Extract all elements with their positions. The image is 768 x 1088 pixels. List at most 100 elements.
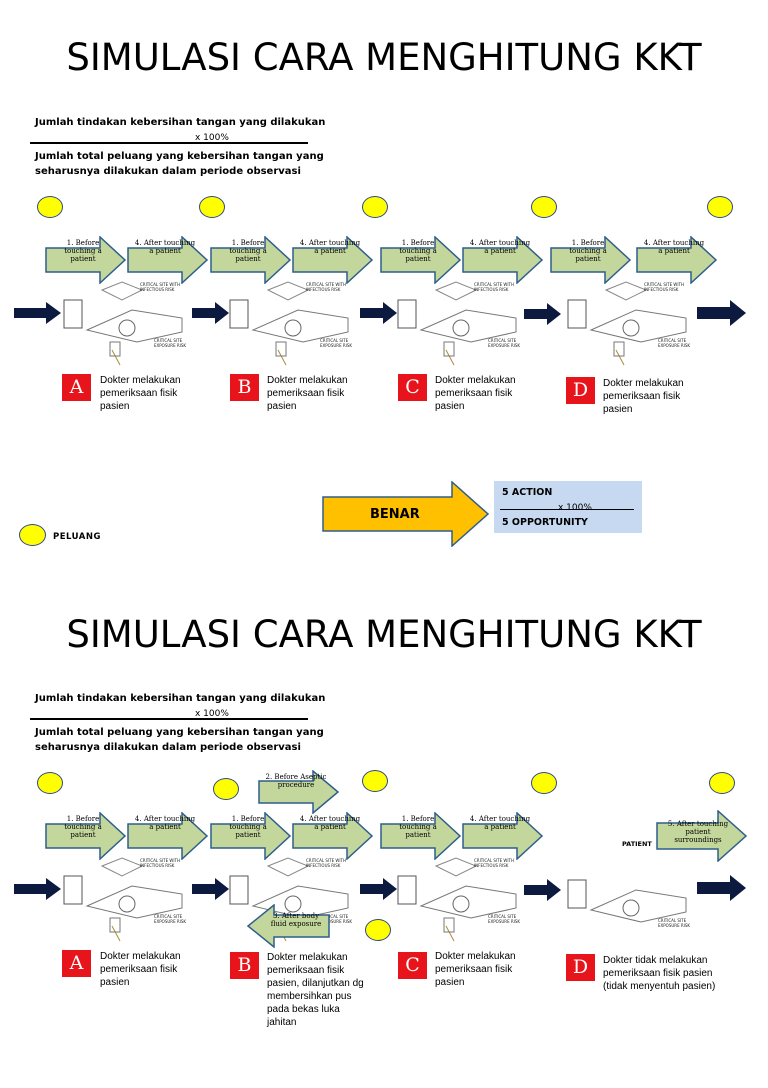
- hand-hygiene-arrow-icon: 1. Before touching a patient: [380, 812, 462, 860]
- formula-denominator-line1: Jumlah total peluang yang kebersihan tan…: [35, 727, 324, 738]
- legend-label: PELUANG: [53, 532, 101, 542]
- svg-text:CRITICAL SITE WITH: CRITICAL SITE WITH: [474, 858, 514, 863]
- hand-hygiene-arrow-icon: 1. Before touching a patient: [380, 236, 462, 284]
- opportunity-dot-icon: [37, 196, 63, 218]
- svg-text:INFECTIOUS RISK: INFECTIOUS RISK: [140, 863, 175, 868]
- formula-denominator-line2: seharusnya dilakukan dalam periode obser…: [35, 742, 301, 753]
- svg-text:CRITICAL SITE: CRITICAL SITE: [320, 914, 349, 919]
- hand-hygiene-arrow-icon: 1. Before touching a patient: [45, 236, 127, 284]
- hand-hygiene-arrow-icon: 4. After touching a patient: [127, 812, 209, 860]
- svg-text:CRITICAL SITE: CRITICAL SITE: [320, 338, 349, 343]
- formula-denominator: Jumlah total peluang yang kebersihan tan…: [35, 725, 324, 755]
- after-touching-label: 4. After touching a patient: [134, 239, 196, 255]
- flow-arrow-icon: [697, 875, 747, 905]
- after-body-fluid-label: 3. After body fluid exposure: [270, 912, 322, 928]
- result-arrow: BENAR: [322, 480, 490, 551]
- svg-text:CRITICAL SITE WITH: CRITICAL SITE WITH: [140, 282, 180, 287]
- flow-arrow-icon: [14, 878, 62, 904]
- hand-hygiene-arrow-icon: 4. After touching a patient: [127, 236, 209, 284]
- flow-arrow-icon: [524, 879, 562, 905]
- opportunity-dot-icon: [365, 919, 391, 941]
- step-description: Dokter melakukan pemeriksaan fisik pasie…: [100, 375, 181, 412]
- after-touching-label: 4. After touching a patient: [299, 239, 361, 255]
- step-badge: D: [566, 954, 595, 981]
- after-surroundings-label: 5. After touching patient surroundings: [667, 820, 729, 844]
- patient-bed-illustration: CRITICAL SITE WITH INFECTIOUS RISK CRITI…: [62, 846, 202, 950]
- after-touching-label: 4. After touching a patient: [299, 815, 361, 831]
- legend-dot-icon: [19, 524, 46, 546]
- after-touching-label: 4. After touching a patient: [134, 815, 196, 831]
- hand-hygiene-arrow-icon: 4. After touching a patient: [292, 812, 374, 860]
- svg-text:INFECTIOUS RISK: INFECTIOUS RISK: [644, 287, 679, 292]
- hand-hygiene-arrow-icon: 1. Before touching a patient: [550, 236, 632, 284]
- opportunity-dot-icon: [362, 770, 388, 792]
- flow-arrow-icon: [14, 302, 62, 328]
- patient-bed-illustration: CRITICAL SITE WITH INFECTIOUS RISK CRITI…: [62, 270, 202, 374]
- opportunity-dot-icon: [213, 778, 239, 800]
- flow-arrow-icon: [360, 302, 398, 328]
- opportunity-dot-icon: [37, 772, 63, 794]
- patient-label: PATIENT: [622, 840, 652, 848]
- svg-text:CRITICAL SITE: CRITICAL SITE: [658, 918, 687, 923]
- before-touching-label: 1. Before touching a patient: [569, 239, 607, 263]
- svg-text:INFECTIOUS RISK: INFECTIOUS RISK: [474, 287, 509, 292]
- hand-hygiene-arrow-icon: 3. After body fluid exposure: [246, 904, 330, 948]
- before-touching-label: 1. Before touching a patient: [64, 239, 102, 263]
- result-action: 5 ACTION: [502, 487, 553, 498]
- step-badge: D: [566, 377, 595, 404]
- patient-bed-illustration: CRITICAL SITE EXPOSURE RISK: [566, 850, 706, 950]
- step-badge: B: [230, 374, 259, 401]
- svg-text:CRITICAL SITE WITH: CRITICAL SITE WITH: [474, 282, 514, 287]
- formula-numerator: Jumlah tindakan kebersihan tangan yang d…: [35, 117, 326, 128]
- hand-hygiene-arrow-icon: 5. After touching patient surroundings: [656, 810, 748, 862]
- patient-bed-illustration: CRITICAL SITE WITH INFECTIOUS RISK CRITI…: [566, 270, 706, 374]
- hand-hygiene-arrow-icon: 1. Before touching a patient: [210, 812, 292, 860]
- formula-times: x 100%: [195, 709, 229, 719]
- result-times: x 100%: [558, 503, 592, 513]
- svg-text:EXPOSURE RISK: EXPOSURE RISK: [320, 919, 352, 924]
- svg-text:EXPOSURE RISK: EXPOSURE RISK: [154, 919, 186, 924]
- step-description: Dokter melakukan pemeriksaan fisik pasie…: [435, 375, 516, 412]
- formula-denominator-line1: Jumlah total peluang yang kebersihan tan…: [35, 151, 324, 162]
- after-touching-label: 4. After touching a patient: [643, 239, 705, 255]
- step-badge: B: [230, 952, 259, 979]
- svg-text:CRITICAL SITE: CRITICAL SITE: [658, 338, 687, 343]
- formula-times: x 100%: [195, 133, 229, 143]
- slide-1: SIMULASI CARA MENGHITUNG KKT Jumlah tind…: [0, 0, 768, 548]
- svg-text:CRITICAL SITE: CRITICAL SITE: [488, 338, 517, 343]
- slide-title: SIMULASI CARA MENGHITUNG KKT: [66, 613, 702, 656]
- step-badge: C: [398, 374, 427, 401]
- before-touching-label: 1. Before touching a patient: [229, 815, 267, 839]
- hand-hygiene-arrow-icon: 1. Before touching a patient: [210, 236, 292, 284]
- svg-text:INFECTIOUS RISK: INFECTIOUS RISK: [306, 287, 341, 292]
- flow-arrow-icon: [192, 878, 230, 904]
- before-touching-label: 1. Before touching a patient: [229, 239, 267, 263]
- hand-hygiene-arrow-icon: 1. Before touching a patient: [45, 812, 127, 860]
- svg-text:EXPOSURE RISK: EXPOSURE RISK: [658, 923, 690, 928]
- svg-text:CRITICAL SITE WITH: CRITICAL SITE WITH: [140, 858, 180, 863]
- formula-denominator: Jumlah total peluang yang kebersihan tan…: [35, 149, 324, 179]
- svg-text:CRITICAL SITE: CRITICAL SITE: [154, 338, 183, 343]
- svg-text:INFECTIOUS RISK: INFECTIOUS RISK: [474, 863, 509, 868]
- opportunity-dot-icon: [199, 196, 225, 218]
- flow-arrow-icon: [524, 303, 562, 329]
- patient-bed-illustration: CRITICAL SITE WITH INFECTIOUS RISK CRITI…: [396, 270, 536, 374]
- before-touching-label: 1. Before touching a patient: [399, 239, 437, 263]
- svg-text:EXPOSURE RISK: EXPOSURE RISK: [488, 343, 520, 348]
- step-badge: A: [62, 950, 91, 977]
- formula-denominator-line2: seharusnya dilakukan dalam periode obser…: [35, 166, 301, 177]
- step-badge: A: [62, 374, 91, 401]
- patient-bed-illustration: CRITICAL SITE WITH INFECTIOUS RISK CRITI…: [228, 270, 368, 374]
- formula-divider: [30, 718, 308, 720]
- flow-arrow-icon: [360, 878, 398, 904]
- after-touching-label: 4. After touching a patient: [469, 815, 531, 831]
- step-description: Dokter melakukan pemeriksaan fisik pasie…: [435, 951, 516, 988]
- result-divider: [500, 509, 634, 510]
- svg-text:EXPOSURE RISK: EXPOSURE RISK: [154, 343, 186, 348]
- step-description: Dokter melakukan pemeriksaan fisik pasie…: [100, 951, 181, 988]
- after-touching-label: 4. After touching a patient: [469, 239, 531, 255]
- hand-hygiene-arrow-icon: 4. After touching a patient: [292, 236, 374, 284]
- step-badge: C: [398, 952, 427, 979]
- opportunity-dot-icon: [707, 196, 733, 218]
- before-aseptic-label: 2. Before Aseptic procedure: [265, 773, 327, 789]
